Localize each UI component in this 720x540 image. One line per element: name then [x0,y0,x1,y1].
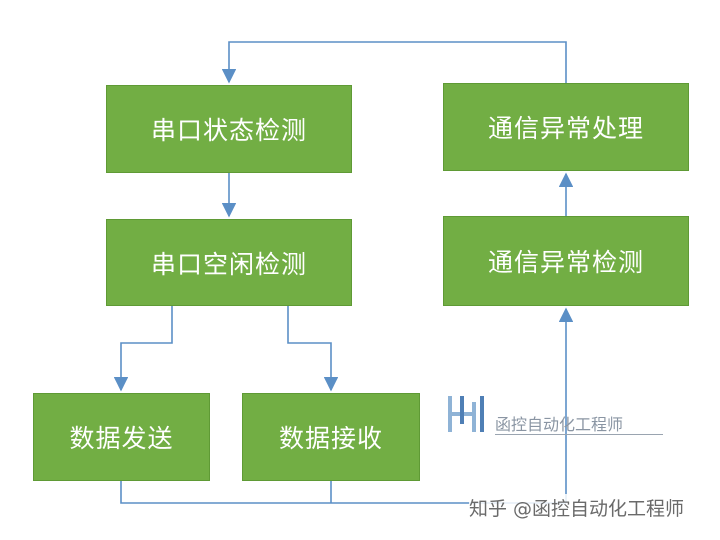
logo-text: 函控自动化工程师 [495,415,624,434]
node-label: 数据接收 [278,424,383,453]
connector-loop-top [221,41,567,84]
node-serial-status-check: 串口状态检测 [106,85,352,173]
node-label: 串口状态检测 [150,116,307,145]
logo-icon [448,396,484,432]
node-label: 数据发送 [69,424,174,453]
node-comm-exception-check: 通信异常检测 [443,216,689,306]
connector-idle-to-receive [287,306,339,392]
node-comm-exception-handle: 通信异常处理 [443,83,689,171]
node-label: 串口空闲检测 [150,249,307,279]
watermark: 知乎 @函控自动化工程师 [469,494,685,521]
node-serial-idle-check: 串口空闲检测 [106,219,352,306]
node-label: 通信异常处理 [487,114,644,143]
logo-underline [495,434,663,435]
node-data-receive: 数据接收 [242,393,420,481]
node-data-send: 数据发送 [33,393,210,481]
connector-idle-to-send [113,306,173,392]
connector-send-bottom [120,481,566,504]
node-label: 通信异常检测 [487,248,644,277]
